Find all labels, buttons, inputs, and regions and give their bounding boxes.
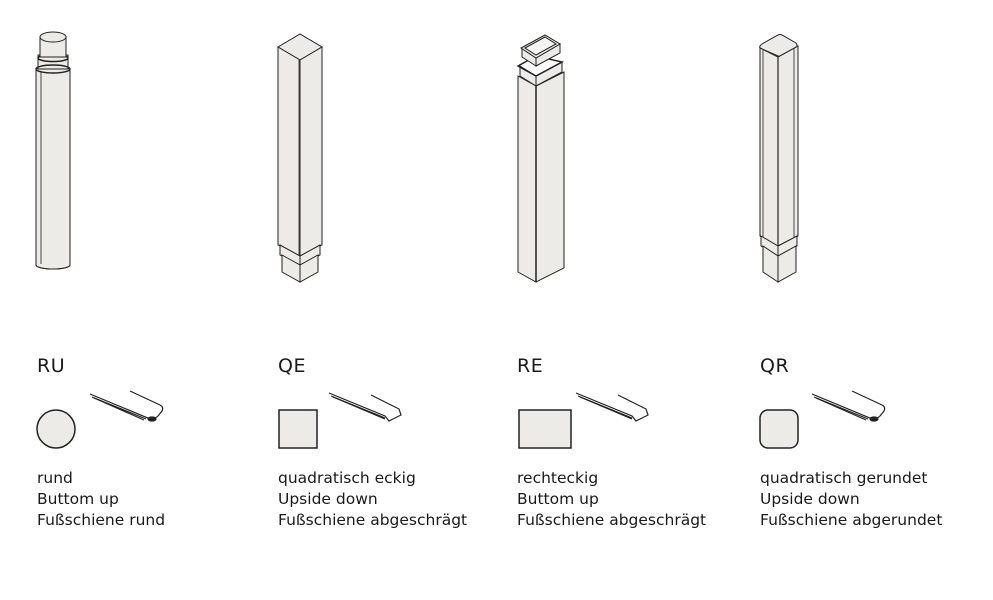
foot-rail-label: Fußschiene abgeschrägt <box>517 511 707 529</box>
shape-label: rund <box>37 469 73 487</box>
rounded-square-profile-icon <box>759 409 799 449</box>
variant-description: quadratisch eckig Upside down Fußschiene… <box>278 468 467 531</box>
rectangle-profile-icon <box>518 409 572 449</box>
orientation-label: Upside down <box>760 490 860 508</box>
rounded-foot-rail-icon <box>89 390 164 422</box>
orientation-label: Buttom up <box>517 490 599 508</box>
variant-re: RE rechteckig Buttom up Fußschiene abges… <box>480 0 720 600</box>
orientation-label: Upside down <box>278 490 378 508</box>
rounded-foot-rail-icon <box>811 390 886 422</box>
variant-code: RE <box>517 355 544 377</box>
shape-label: quadratisch eckig <box>278 469 416 487</box>
round-pipe-illustration <box>35 31 71 270</box>
variant-code: RU <box>37 355 66 377</box>
shape-label: quadratisch gerundet <box>760 469 928 487</box>
variant-description: rund Buttom up Fußschiene rund <box>37 468 165 531</box>
variant-qe: QE quadratisch eckig Upside down Fußschi… <box>240 0 480 600</box>
rectangular-pipe-illustration <box>516 34 565 283</box>
foot-rail-label: Fußschiene abgeschrägt <box>278 511 468 529</box>
variant-code: QE <box>278 355 306 377</box>
shape-label: rechteckig <box>517 469 599 487</box>
square-profile-icon <box>278 409 318 449</box>
orientation-label: Buttom up <box>37 490 119 508</box>
foot-rail-label: Fußschiene rund <box>37 511 166 529</box>
bevelled-foot-rail-icon <box>575 392 649 422</box>
variant-ru: RU rund Buttom up Fußschiene rund <box>0 0 240 600</box>
square-pipe-illustration <box>277 33 323 283</box>
variant-description: quadratisch gerundet Upside down Fußschi… <box>760 468 942 531</box>
rounded-square-pipe-illustration <box>759 34 799 283</box>
variant-code: QR <box>760 355 790 377</box>
variant-description: rechteckig Buttom up Fußschiene abgeschr… <box>517 468 706 531</box>
bevelled-foot-rail-icon <box>328 392 402 422</box>
foot-rail-label: Fußschiene abgerundet <box>760 511 943 529</box>
variant-qr: QR quadratisch gerundet Upside down Fußs… <box>720 0 960 600</box>
circle-profile-icon <box>36 409 76 449</box>
